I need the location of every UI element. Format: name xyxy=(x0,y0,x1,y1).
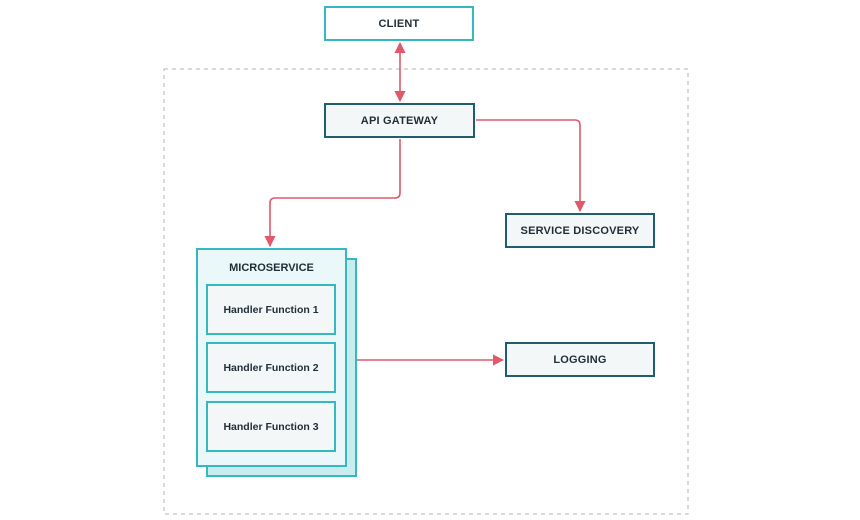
edge-gateway-microservice xyxy=(264,139,401,248)
service-discovery-node: SERVICE DISCOVERY xyxy=(505,213,655,248)
api-gateway-node: API GATEWAY xyxy=(324,103,475,138)
edge-gateway-discovery xyxy=(476,119,586,213)
logging-node: LOGGING xyxy=(505,342,655,377)
handler-function-2: Handler Function 2 xyxy=(206,342,336,393)
handler-function-1: Handler Function 1 xyxy=(206,284,336,335)
client-node: CLIENT xyxy=(324,6,474,41)
microservice-title: MICROSERVICE xyxy=(229,262,314,274)
system-boundary xyxy=(163,68,689,515)
handler-function-3: Handler Function 3 xyxy=(206,401,336,452)
